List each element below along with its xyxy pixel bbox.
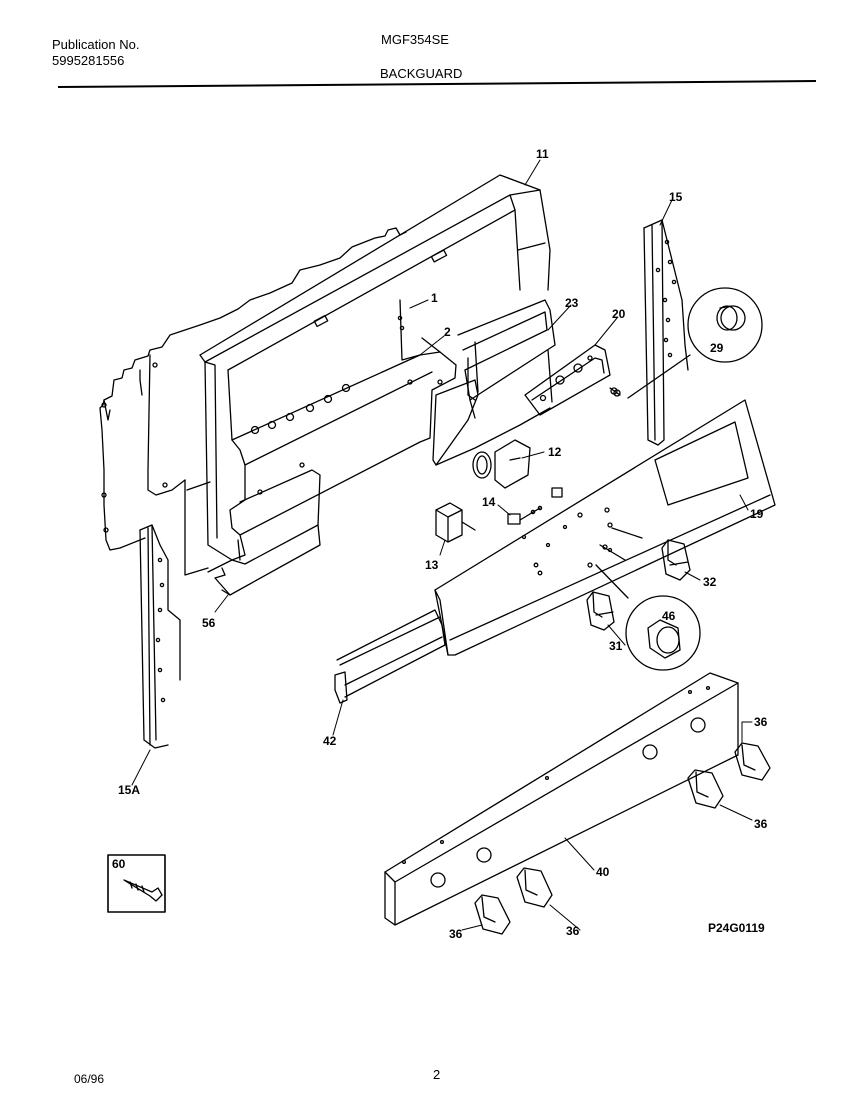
callout-36-top: 36 [754, 715, 768, 729]
callout-46: 46 [662, 609, 676, 623]
part-switch [507, 487, 563, 525]
part-back-panel [99, 227, 421, 551]
callout-32: 32 [703, 575, 717, 589]
callout-15a: 15A [118, 783, 140, 797]
callout-13: 13 [425, 558, 439, 572]
knob-36-right-lower [687, 769, 724, 809]
callout-15: 15 [669, 190, 683, 204]
part-left-bracket [139, 524, 181, 749]
callout-1: 1 [431, 291, 438, 305]
callout-12: 12 [548, 445, 562, 459]
page-number: 2 [433, 1067, 441, 1082]
part-control-box [432, 299, 556, 466]
callout-20: 20 [612, 307, 626, 321]
leader-lines [131, 159, 753, 931]
callout-29: 29 [710, 341, 724, 355]
knob-36-left-upper [516, 867, 553, 908]
callout-36-right: 36 [754, 817, 768, 831]
model-number: MGF354SE [381, 32, 449, 47]
part-right-bracket [643, 219, 689, 446]
part-switch-plate [524, 344, 621, 416]
part-main-panel [184, 337, 457, 576]
fasteners [521, 507, 643, 576]
callout-11: 11 [536, 147, 549, 161]
section-title: BACKGUARD [380, 66, 463, 81]
detail-circle-46 [595, 564, 701, 671]
callout-19: 19 [750, 507, 764, 521]
callout-56: 56 [202, 616, 216, 630]
part-lower-bracket [207, 469, 321, 596]
part-lower-rail [334, 609, 446, 704]
knob-32 [661, 539, 691, 581]
callout-14: 14 [482, 495, 496, 509]
callout-40: 40 [596, 865, 610, 879]
callout-42: 42 [323, 734, 337, 748]
part-control-panel [434, 399, 776, 656]
publication-number: 5995281556 [52, 53, 125, 68]
callout-31: 31 [609, 639, 623, 653]
callout-2: 2 [444, 325, 451, 339]
publication-label: Publication No. [52, 37, 140, 52]
detail-box-60 [107, 854, 166, 913]
part-igniter-module [435, 502, 476, 543]
detail-circle-29 [627, 287, 763, 399]
knob-36-left-lower [474, 894, 511, 935]
part-manifold-panel [384, 672, 739, 926]
callout-23: 23 [565, 296, 579, 310]
callout-36-center: 36 [566, 924, 580, 938]
callout-60: 60 [112, 857, 126, 871]
part-top-frame [199, 174, 551, 371]
knob-36-right-upper [734, 742, 771, 781]
callout-36-left: 36 [449, 927, 463, 941]
reference-code: P24G0119 [708, 921, 765, 935]
footer-date: 06/96 [74, 1072, 105, 1086]
part-timer [472, 439, 531, 489]
knob-31 [586, 591, 615, 631]
